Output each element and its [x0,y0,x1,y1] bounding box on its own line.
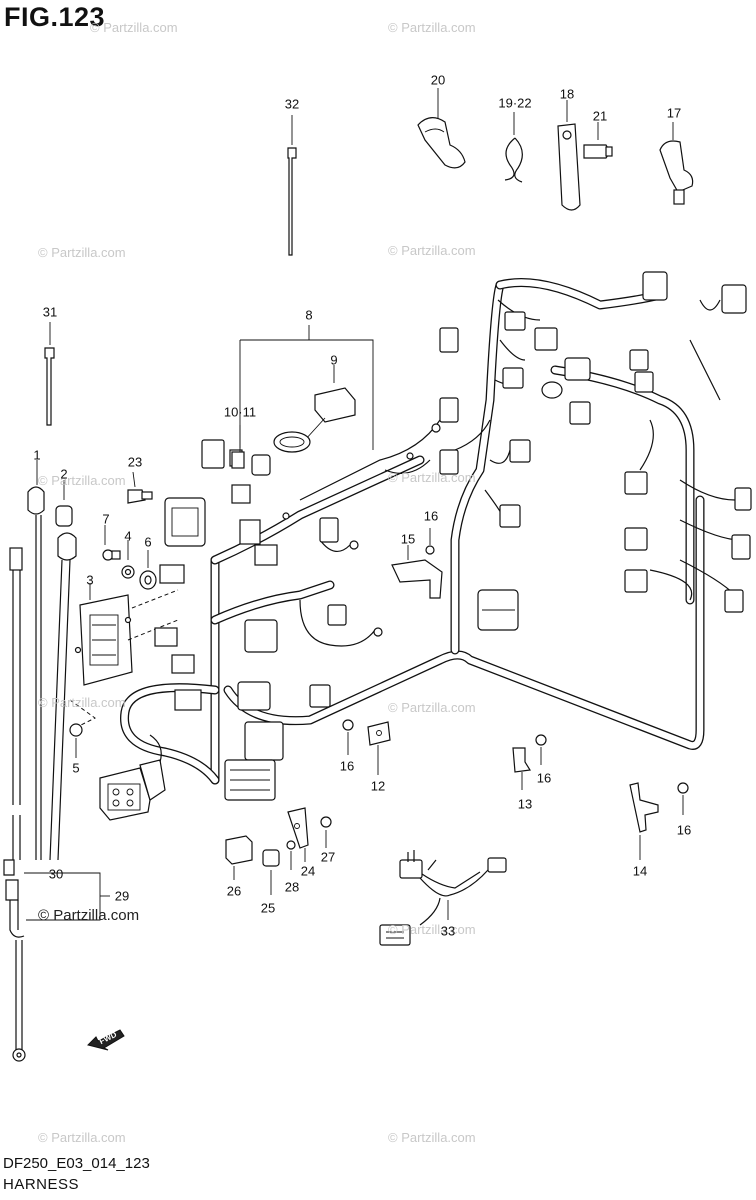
part-1-battery-cable[interactable] [27,460,45,860]
part-24-bracket[interactable] [287,807,309,862]
part-20-clamp[interactable] [417,88,466,169]
part-28-collar[interactable] [286,840,296,870]
callout-7[interactable]: 7 [102,511,110,527]
callout-16-b[interactable]: 16 [339,758,355,774]
watermark-bold: © Partzilla.com [38,907,140,924]
callout-5[interactable]: 5 [72,760,80,776]
callout-33[interactable]: 33 [440,923,456,939]
callout-21[interactable]: 21 [592,108,608,124]
watermark: © Partzilla.com [388,20,476,35]
callout-30[interactable]: 30 [48,866,64,882]
callout-17[interactable]: 17 [666,105,682,121]
callout-31[interactable]: 31 [42,304,58,320]
callout-16-d[interactable]: 16 [676,822,692,838]
part-2-terminal-cover[interactable] [49,480,77,861]
callout-13[interactable]: 13 [517,796,533,812]
part-9-relay[interactable] [273,365,356,453]
callout-23[interactable]: 23 [127,454,143,470]
part-5-nut[interactable] [69,723,83,758]
part-18-bracket[interactable] [557,100,581,211]
harness-branch-wires [299,299,741,647]
callout-6[interactable]: 6 [144,534,152,550]
part-33-sub-harness[interactable] [379,850,507,946]
watermark: © Partzilla.com [38,245,126,260]
watermark: © Partzilla.com [388,922,476,937]
part-16-bolt-d[interactable] [677,782,689,815]
part-15-bracket[interactable] [391,545,443,599]
callout-8[interactable]: 8 [305,307,313,323]
part-19-22-wire-clip[interactable] [504,112,523,183]
part-21-bolt[interactable] [583,122,613,159]
watermark: © Partzilla.com [38,695,126,710]
fwd-arrow-icon [87,1029,125,1051]
part-3-control-module[interactable] [74,583,133,686]
callout-25[interactable]: 25 [260,900,276,916]
watermark: © Partzilla.com [38,1130,126,1145]
main-wire-harness[interactable] [120,278,705,785]
part-16-bolt-a[interactable] [425,528,435,555]
callout-15[interactable]: 15 [400,531,416,547]
part-17-clamp[interactable] [659,122,694,205]
callout-18[interactable]: 18 [559,86,575,102]
main-coupler[interactable] [99,734,166,821]
callout-10-11[interactable]: 10·11 [223,404,257,420]
part-29-bracket-lines [24,872,110,921]
part-30-ground-cable[interactable] [3,547,26,1062]
watermark: © Partzilla.com [38,473,126,488]
part-16-bolt-c[interactable] [535,734,547,765]
harness-connectors[interactable] [439,271,752,631]
part-27-bolt[interactable] [320,816,332,848]
part-16-bolt-b[interactable] [342,719,354,755]
part-14-bracket[interactable] [629,782,659,860]
part-31-cable-tie[interactable] [44,322,55,426]
callout-14[interactable]: 14 [632,863,648,879]
callout-24[interactable]: 24 [300,863,316,879]
figure-title: FIG.123 [4,2,106,32]
figure-code: DF250_E03_014_123 [3,1155,150,1172]
watermark: © Partzilla.com [388,1130,476,1145]
part-25-cap[interactable] [262,849,280,895]
part-32-cable-tie[interactable] [287,115,297,256]
callout-16-c[interactable]: 16 [536,770,552,786]
figure-name: HARNESS [3,1176,80,1193]
callout-9[interactable]: 9 [330,352,338,368]
ecm-mount-guide [69,589,179,729]
callout-1[interactable]: 1 [33,447,41,463]
watermark: © Partzilla.com [388,470,476,485]
part-10-11-fuse[interactable] [231,425,245,469]
part-23-bolt[interactable] [127,471,153,504]
callout-29[interactable]: 29 [114,888,130,904]
callout-3[interactable]: 3 [86,572,94,588]
part-13-bracket[interactable] [512,747,532,790]
callout-4[interactable]: 4 [124,528,132,544]
watermark: © Partzilla.com [388,700,476,715]
part-7-nut[interactable] [102,525,121,561]
callout-19-22[interactable]: 19·22 [498,95,532,111]
callout-32[interactable]: 32 [284,96,300,112]
watermark: © Partzilla.com [388,243,476,258]
part-12-bracket[interactable] [367,721,391,775]
part-6-collar[interactable] [139,550,157,590]
part-4-grommet[interactable] [121,540,135,579]
callout-28[interactable]: 28 [284,879,300,895]
callout-27[interactable]: 27 [320,849,336,865]
part-26-cap[interactable] [225,835,253,880]
callout-20[interactable]: 20 [430,72,446,88]
callout-12[interactable]: 12 [370,778,386,794]
watermark: © Partzilla.com [90,20,178,35]
callout-26[interactable]: 26 [226,883,242,899]
callout-16-a[interactable]: 16 [423,508,439,524]
callout-2[interactable]: 2 [60,466,68,482]
